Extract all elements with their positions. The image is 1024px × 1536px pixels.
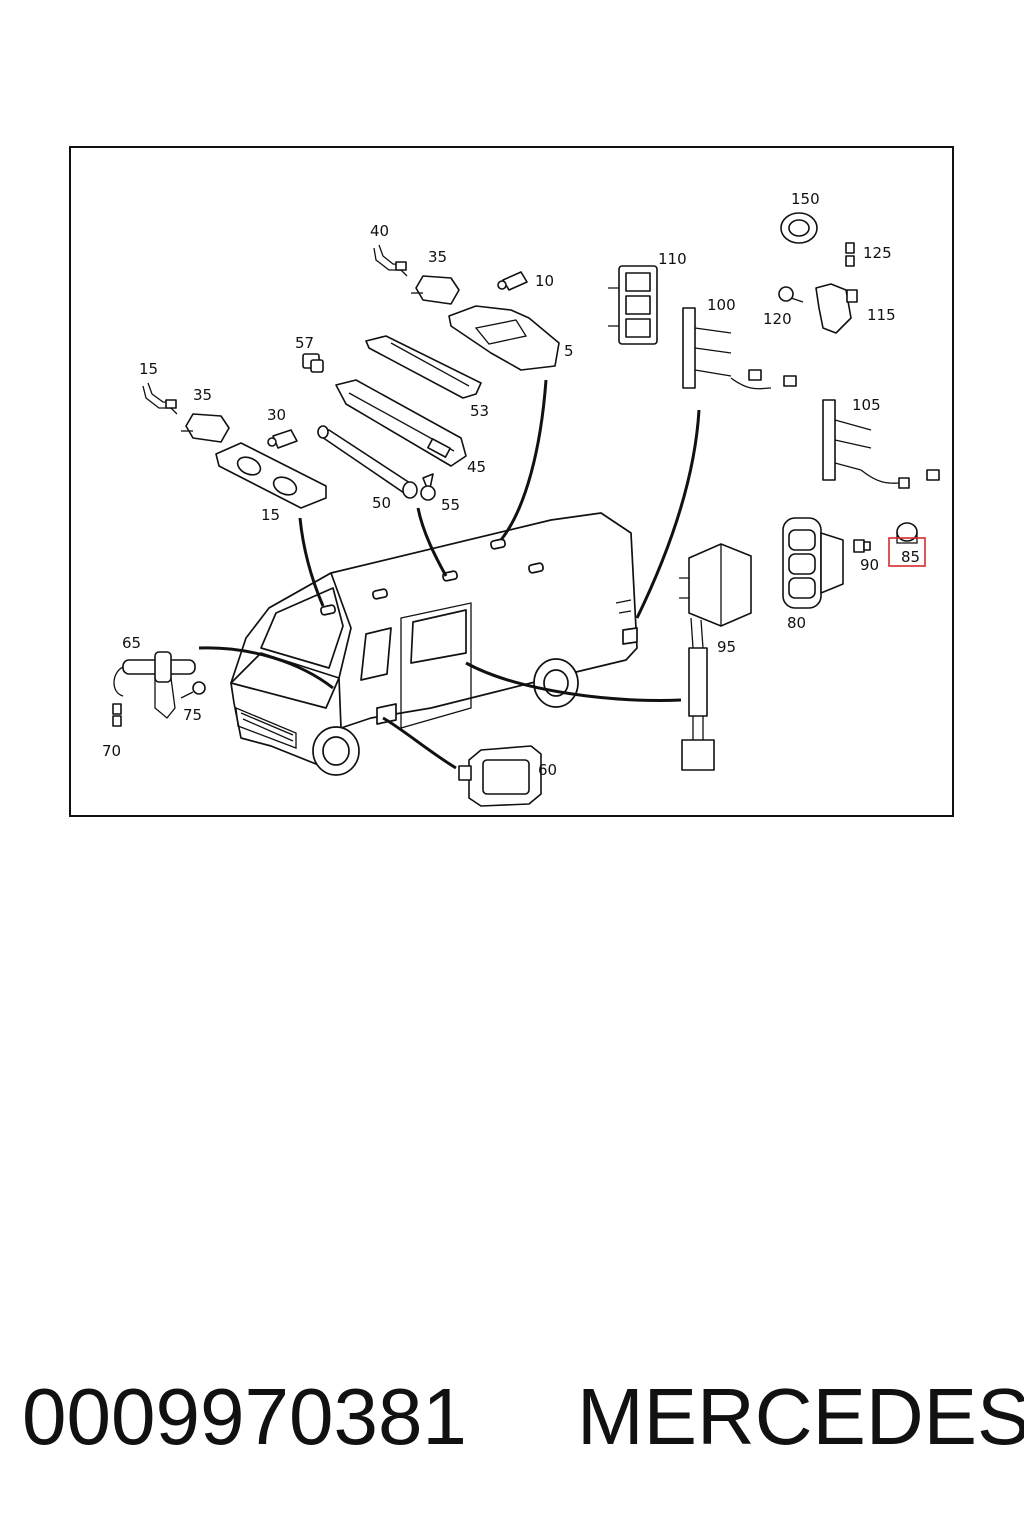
callout-label: 45 — [467, 458, 486, 476]
callout-label: 55 — [441, 496, 460, 514]
callout-label: 90 — [860, 556, 879, 574]
callout-label: 57 — [295, 334, 314, 352]
callout-label: 100 — [707, 296, 736, 314]
callout-label: 115 — [867, 306, 896, 324]
part-80 — [782, 517, 844, 609]
callout-label: 30 — [267, 406, 286, 424]
callout-label: 60 — [538, 761, 557, 779]
part-60 — [458, 745, 542, 807]
callout-label: 15 — [261, 506, 280, 524]
part-5 — [448, 305, 560, 371]
part-40-left — [142, 382, 178, 415]
part-65 — [113, 651, 196, 719]
part-53 — [365, 335, 482, 399]
callout-label: 53 — [470, 402, 489, 420]
part-90 — [853, 539, 871, 553]
callout-label: 70 — [102, 742, 121, 760]
part-55 — [420, 473, 436, 501]
part-40-top — [373, 244, 408, 277]
part-35-top — [411, 275, 460, 305]
callout-label: 65 — [122, 634, 141, 652]
callout-label-highlighted: 85 — [901, 548, 920, 566]
callout-label: 50 — [372, 494, 391, 512]
callout-label: 105 — [852, 396, 881, 414]
part-75 — [180, 681, 206, 699]
callout-label: 5 — [564, 342, 574, 360]
part-10 — [497, 271, 528, 291]
part-105 — [822, 399, 940, 489]
assembly-arrows — [198, 379, 701, 770]
van-illustration — [230, 512, 638, 776]
part-85 — [896, 522, 918, 544]
callout-label: 35 — [428, 248, 447, 266]
part-number: 0009970381 — [22, 1372, 467, 1461]
callout-label: 120 — [763, 310, 792, 328]
part-115 — [815, 283, 858, 334]
callout-label: 110 — [658, 250, 687, 268]
callout-label: 125 — [863, 244, 892, 262]
part-50 — [317, 425, 418, 499]
part-35-left — [181, 413, 230, 443]
part-120 — [778, 286, 804, 303]
part-30 — [267, 429, 298, 449]
callout-label: 35 — [193, 386, 212, 404]
callout-labels: 150 125 115 120 110 100 105 40 35 10 5 5… — [102, 190, 926, 779]
parts-diagram: 150 125 115 120 110 100 105 40 35 10 5 5… — [69, 146, 954, 817]
callout-label: 150 — [791, 190, 820, 208]
callout-label: 95 — [717, 638, 736, 656]
callout-label: 80 — [787, 614, 806, 632]
brand-name: MERCEDES — [577, 1372, 1024, 1461]
part-125 — [845, 242, 855, 267]
caption: 0009970381 MERCEDES — [22, 1372, 1024, 1462]
callout-label: 40 — [370, 222, 389, 240]
part-70 — [112, 703, 122, 727]
callout-label: 75 — [183, 706, 202, 724]
part-45 — [335, 379, 467, 467]
part-15 — [215, 442, 327, 509]
part-100 — [682, 307, 797, 390]
callout-label: 15 — [139, 360, 158, 378]
part-95 — [679, 543, 752, 771]
highlight-box — [888, 537, 926, 567]
callout-label: 10 — [535, 272, 554, 290]
part-150 — [780, 212, 818, 244]
part-110 — [608, 265, 658, 345]
part-57 — [302, 353, 324, 373]
